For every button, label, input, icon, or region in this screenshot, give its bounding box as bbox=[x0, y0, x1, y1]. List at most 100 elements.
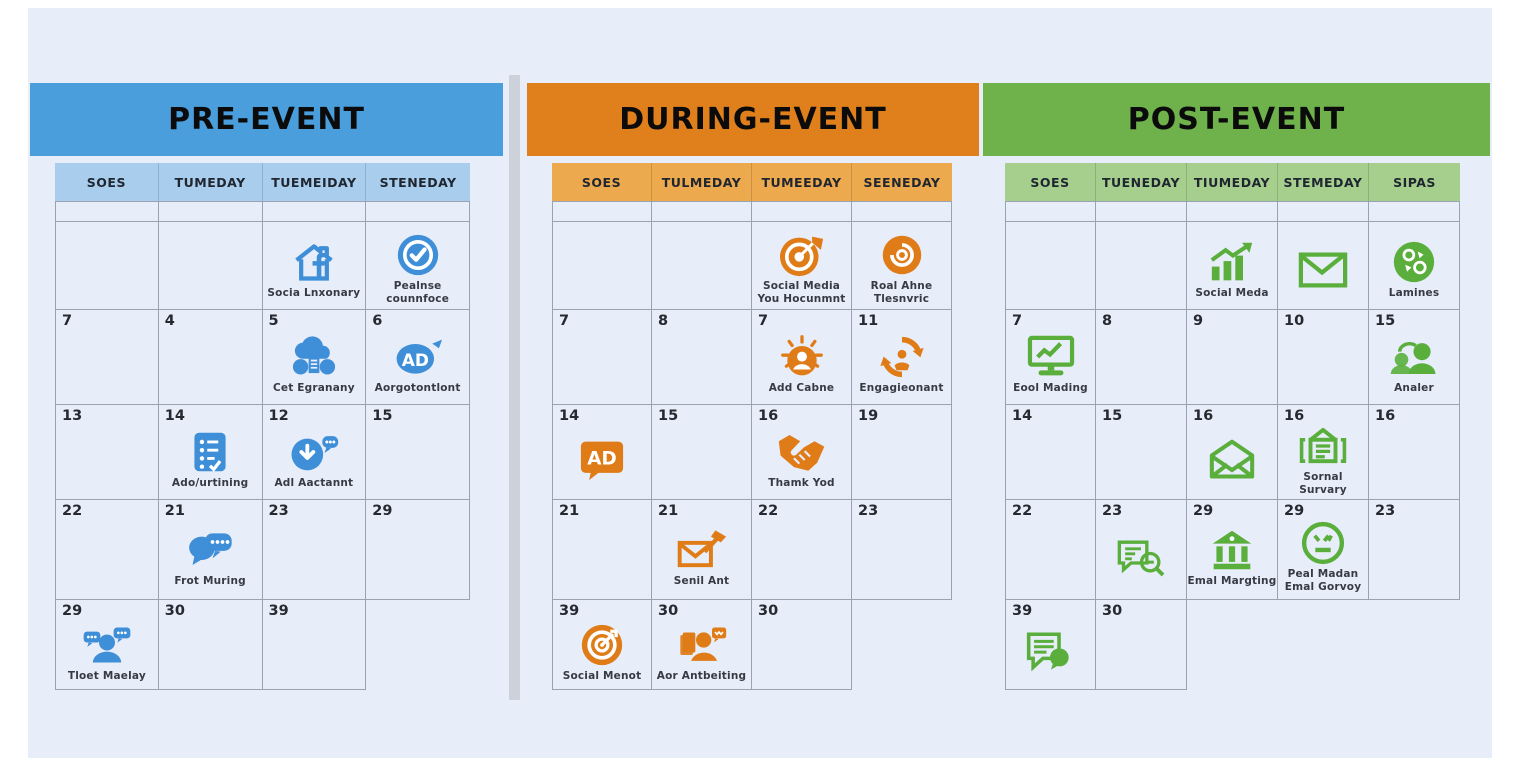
event-label: Adl Aactannt bbox=[274, 477, 354, 490]
event-entry: Add Cabne bbox=[752, 310, 851, 404]
event-entry: Pealnse counnfoce bbox=[366, 222, 469, 309]
date-label: 16 bbox=[1284, 408, 1305, 424]
event-label: Senil Ant bbox=[673, 574, 730, 587]
ad-oval-icon: AD bbox=[393, 335, 443, 379]
day-header-cell: STEMEDAY bbox=[1278, 163, 1369, 201]
calendar-cell: 10 bbox=[1278, 310, 1369, 405]
doc-chat-icon bbox=[1026, 631, 1076, 675]
event-entry: Peal Madan Emal Gorvoy bbox=[1278, 500, 1368, 599]
date-label: 30 bbox=[164, 603, 185, 619]
calendar-cell bbox=[1005, 222, 1096, 310]
checklist-icon bbox=[185, 430, 235, 474]
calendar-cell bbox=[262, 202, 367, 222]
date-label: 11 bbox=[858, 313, 879, 329]
event-entry: Roal Ahne Tlesnvric bbox=[852, 222, 951, 309]
calendar-cell bbox=[1278, 222, 1369, 310]
chat-magnifier-icon bbox=[1116, 536, 1166, 580]
event-entry bbox=[1187, 405, 1277, 499]
calendar-cell: 14 bbox=[1005, 405, 1096, 500]
survey-form-icon bbox=[1298, 424, 1348, 468]
calendar-row: 39 30 bbox=[1005, 600, 1460, 690]
spacer-row bbox=[552, 202, 952, 222]
date-label: 9 bbox=[1193, 313, 1204, 329]
event-label: Ado/urtining bbox=[171, 477, 249, 490]
calendar-cell: Socia Lnxonary bbox=[262, 222, 367, 310]
during-event-title: DURING-EVENT bbox=[619, 102, 887, 137]
cloud-people-icon bbox=[289, 335, 339, 379]
calendar-cell bbox=[1278, 202, 1369, 222]
date-label: 39 bbox=[268, 603, 289, 619]
calendar-cell bbox=[1187, 600, 1278, 690]
calendar-cell: 15 bbox=[1096, 405, 1187, 500]
circle-shapes-icon bbox=[1389, 240, 1439, 284]
date-label: 6 bbox=[372, 313, 383, 329]
day-header-cell: TIUMEDAY bbox=[1187, 163, 1278, 201]
event-entry: Socia Lnxonary bbox=[263, 222, 366, 309]
calendar-cell: 30 bbox=[158, 600, 263, 690]
during-event-header: DURING-EVENT bbox=[527, 83, 979, 156]
date-label: 29 bbox=[1284, 503, 1305, 519]
svg-text:AD: AD bbox=[401, 350, 428, 370]
day-header-cell: TUENEDAY bbox=[1096, 163, 1187, 201]
event-label: Lamines bbox=[1388, 286, 1440, 299]
calendar-cell bbox=[752, 202, 852, 222]
calendar-cell bbox=[158, 202, 263, 222]
calendar-cell: Lamines bbox=[1369, 222, 1460, 310]
calendar-cell: 39 bbox=[1005, 600, 1096, 690]
date-label: 22 bbox=[758, 503, 779, 519]
envelope-open-icon bbox=[1207, 438, 1257, 482]
event-label: Eool Mading bbox=[1013, 382, 1088, 395]
calendar-cell: 23 bbox=[1369, 500, 1460, 600]
target-dart-icon bbox=[777, 233, 827, 277]
day-header-cell: TULMEDAY bbox=[652, 163, 752, 201]
calendar-cell: 8 bbox=[652, 310, 752, 405]
chart-up-icon bbox=[1207, 240, 1257, 284]
date-label: 14 bbox=[1012, 408, 1033, 424]
date-label: 15 bbox=[658, 408, 679, 424]
day-header-cell: TUMEDAY bbox=[159, 163, 263, 201]
pre-event-header: PRE-EVENT bbox=[30, 83, 503, 156]
calendar-cell: 30 bbox=[1096, 600, 1187, 690]
date-label: 14 bbox=[164, 408, 185, 424]
event-label: Aor Antbeiting bbox=[656, 669, 747, 682]
calendar-cell: Pealnse counnfoce bbox=[366, 222, 470, 310]
monitor-chart-icon bbox=[1026, 335, 1076, 379]
date-label: 29 bbox=[62, 603, 83, 619]
date-label: 12 bbox=[268, 408, 289, 424]
download-chat-icon bbox=[289, 430, 339, 474]
day-header-cell: STENEDAY bbox=[379, 174, 457, 190]
calendar-cell bbox=[552, 202, 652, 222]
calendar-cell bbox=[1096, 202, 1187, 222]
calendar-cell: Roal Ahne Tlesnvric bbox=[852, 222, 952, 310]
calendar-cell: 22 bbox=[55, 500, 159, 600]
date-label: 13 bbox=[62, 408, 83, 424]
event-entry: Social Meda bbox=[1187, 222, 1277, 309]
calendar-cell: 23 bbox=[852, 500, 952, 600]
cycle-arrows-icon bbox=[877, 335, 927, 379]
date-label: 4 bbox=[164, 313, 175, 329]
date-label: 39 bbox=[559, 603, 580, 619]
spacer-row bbox=[55, 202, 470, 222]
date-label: 22 bbox=[1012, 503, 1033, 519]
event-label: Emal Margting bbox=[1187, 574, 1277, 587]
date-label: 39 bbox=[1012, 603, 1033, 619]
day-header-cell: SIPAS bbox=[1393, 174, 1436, 190]
post-event-title: POST-EVENT bbox=[1127, 102, 1346, 137]
